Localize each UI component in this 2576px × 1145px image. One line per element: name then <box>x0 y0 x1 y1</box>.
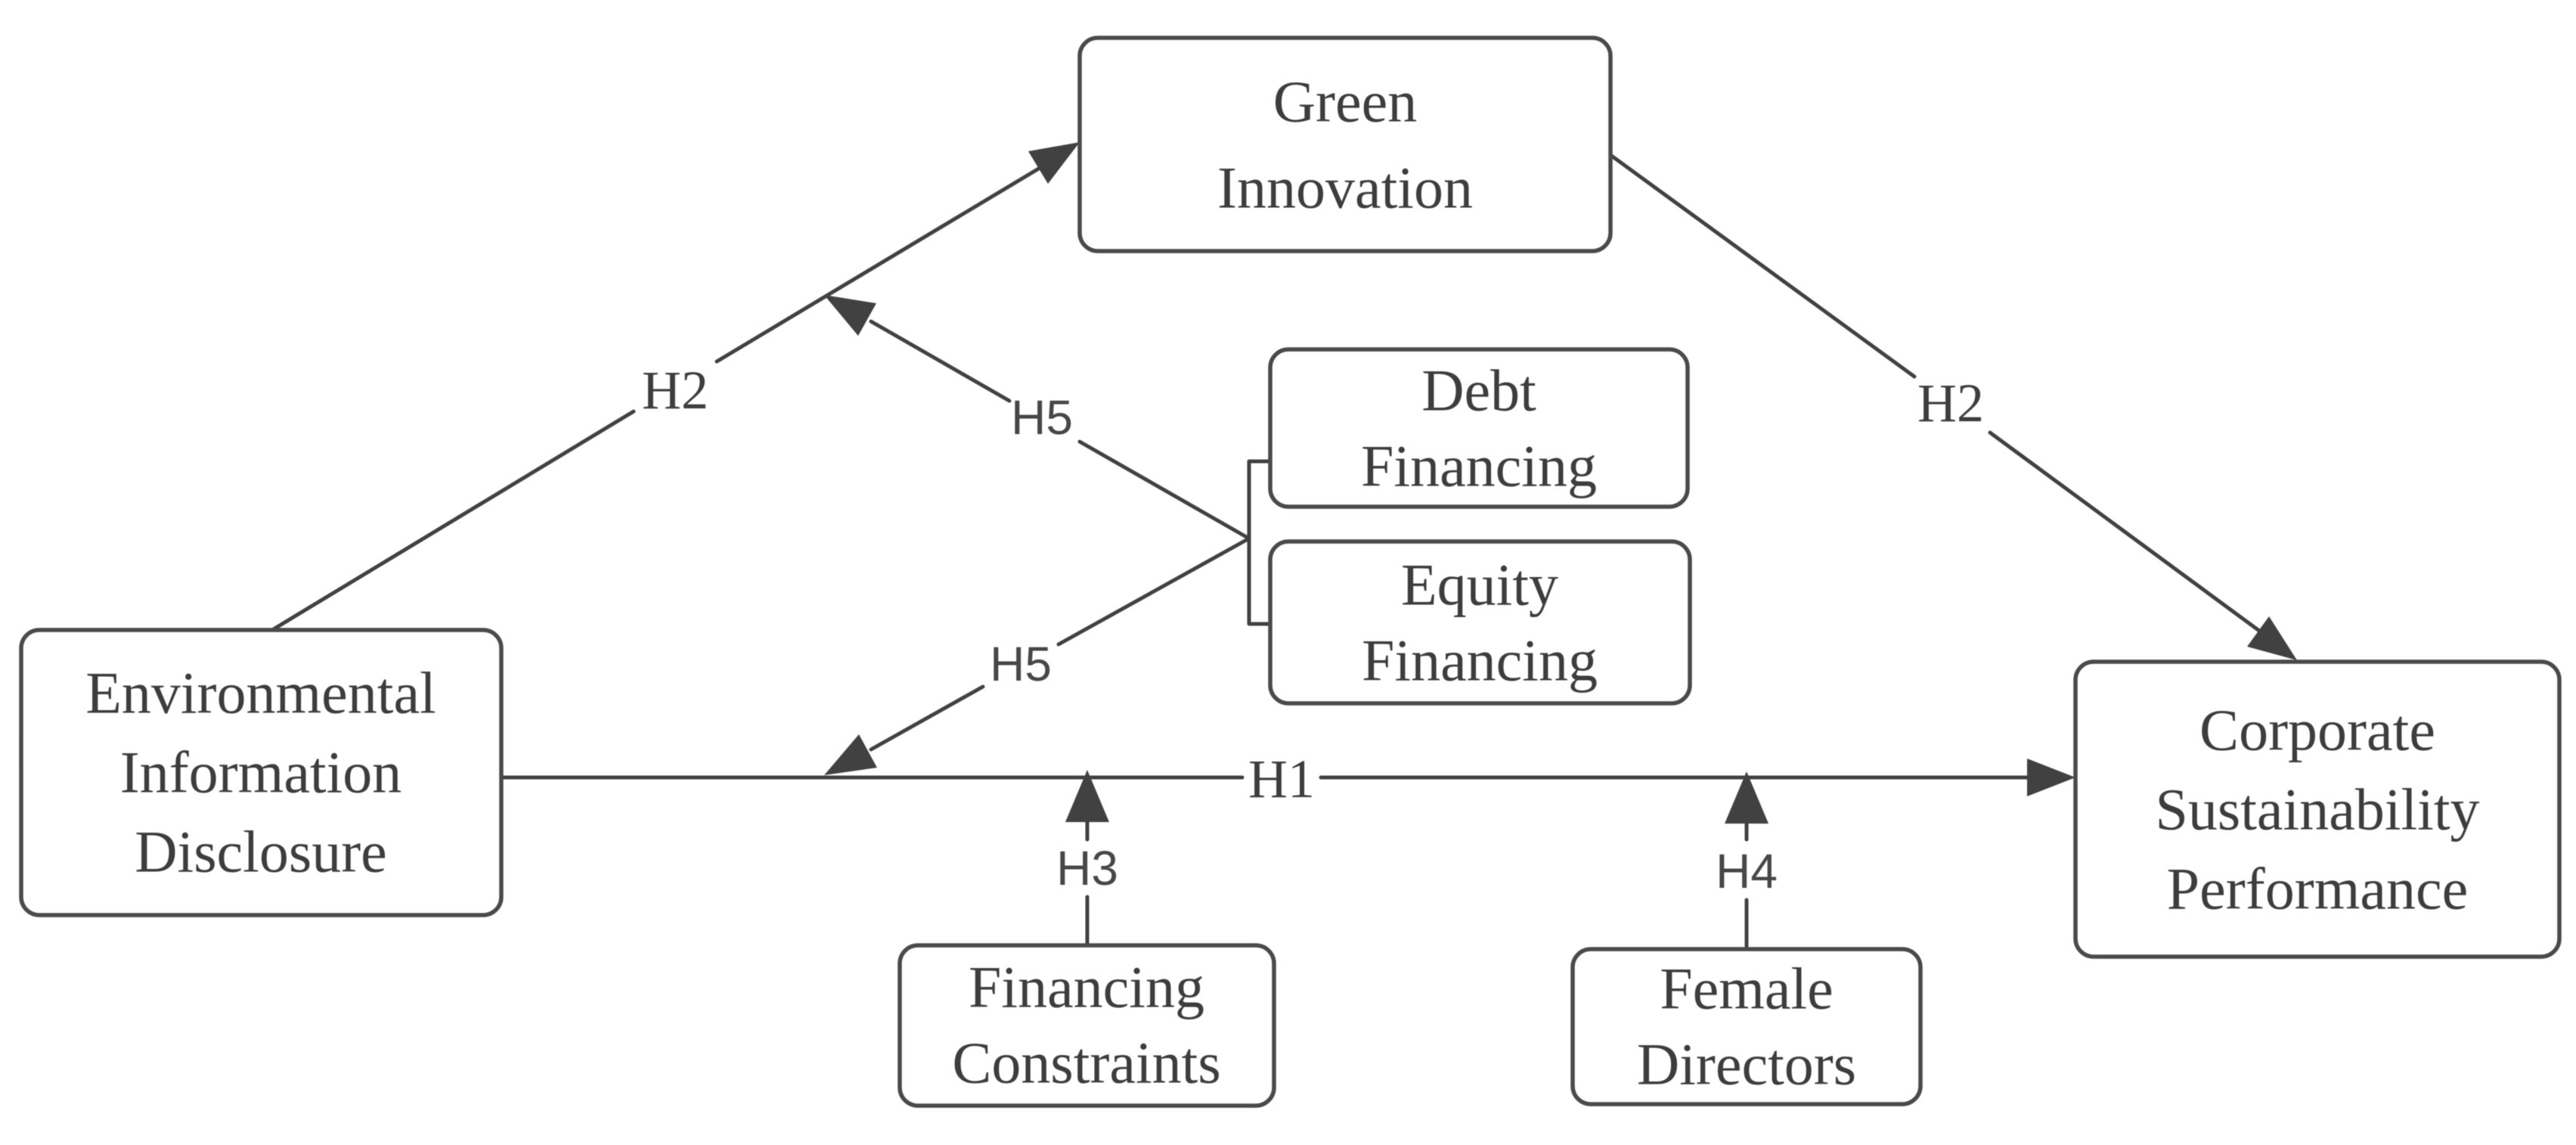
green-innovation-box <box>1077 36 1613 253</box>
node-label-line: Corporate <box>2199 697 2435 763</box>
arrowhead <box>2027 759 2075 796</box>
arrow-eid-to-green-innovation: H2 <box>270 142 1080 632</box>
node-label-line: Environmental <box>85 660 436 726</box>
node-label-line: Directors <box>1637 1032 1856 1097</box>
h5-lower-label: H5 <box>990 637 1052 691</box>
debt-financing-box <box>1268 347 1690 509</box>
node-label-line: Financing <box>969 954 1204 1020</box>
node-label-line: Green <box>1273 69 1418 135</box>
node-label-line: Innovation <box>1217 155 1473 221</box>
environmental-information-disclosure-node: Environmental Information Disclosure <box>19 628 504 917</box>
h2-left-label: H2 <box>642 360 708 420</box>
arrowhead <box>1065 770 1109 822</box>
equity-financing-node: Equity Financing <box>1268 539 1692 706</box>
arrow-eid-to-csp: H1 <box>499 749 2075 809</box>
financing-bracket <box>1247 459 1272 626</box>
h2-right-label: H2 <box>1917 373 1984 433</box>
arrow-green-innovation-to-csp: H2 <box>1608 153 2297 660</box>
arrowhead <box>1725 771 1768 824</box>
h3-label: H3 <box>1056 841 1118 895</box>
edge-segment <box>1988 430 2261 633</box>
edge-segment <box>1077 439 1251 541</box>
equity-financing-box <box>1268 539 1692 706</box>
environmental-information-disclosure-box <box>19 628 504 917</box>
arrow-financing-constraints-to-h1: H3 <box>1056 770 1118 948</box>
node-label-line: Performance <box>2167 856 2468 922</box>
financing-constraints-box <box>897 943 1276 1108</box>
arrowhead <box>824 295 876 336</box>
node-label-line: Debt <box>1421 358 1536 424</box>
arrowhead <box>1028 142 1080 184</box>
node-label-line: Financing <box>1361 433 1597 499</box>
h5-upper-label: H5 <box>1011 390 1073 445</box>
h4-label: H4 <box>1716 844 1778 898</box>
corporate-sustainability-performance-box <box>2073 659 2562 959</box>
female-directors-node: Female Directors <box>1570 947 1923 1106</box>
node-label-line: Equity <box>1401 552 1558 618</box>
arrowhead <box>824 734 877 775</box>
arrow-financing-to-h2-path: H5 <box>824 295 1251 541</box>
edge-segment <box>1056 536 1251 647</box>
edge-segment <box>715 163 1047 364</box>
edge-segment <box>1608 153 1917 379</box>
arrow-female-directors-to-h1: H4 <box>1716 771 1778 951</box>
node-label-line: Sustainability <box>2156 777 2480 842</box>
edge-segment <box>869 319 1012 403</box>
node-label-line: Information <box>120 740 402 805</box>
corporate-sustainability-performance-node: Corporate Sustainability Performance <box>2073 659 2562 959</box>
node-label-line: Disclosure <box>135 819 387 885</box>
debt-financing-node: Debt Financing <box>1268 347 1690 509</box>
node-label-line: Financing <box>1362 628 1598 694</box>
node-label-line: Female <box>1660 956 1834 1022</box>
female-directors-box <box>1570 947 1923 1106</box>
financing-constraints-node: Financing Constraints <box>897 943 1276 1108</box>
arrow-financing-to-h1-path: H5 <box>824 536 1251 775</box>
edge-segment <box>869 684 985 752</box>
h1-label: H1 <box>1248 749 1315 809</box>
node-label-line: Constraints <box>952 1030 1220 1096</box>
arrowhead <box>2247 616 2297 660</box>
green-innovation-node: Green Innovation <box>1077 36 1613 253</box>
edge-segment <box>270 409 636 632</box>
